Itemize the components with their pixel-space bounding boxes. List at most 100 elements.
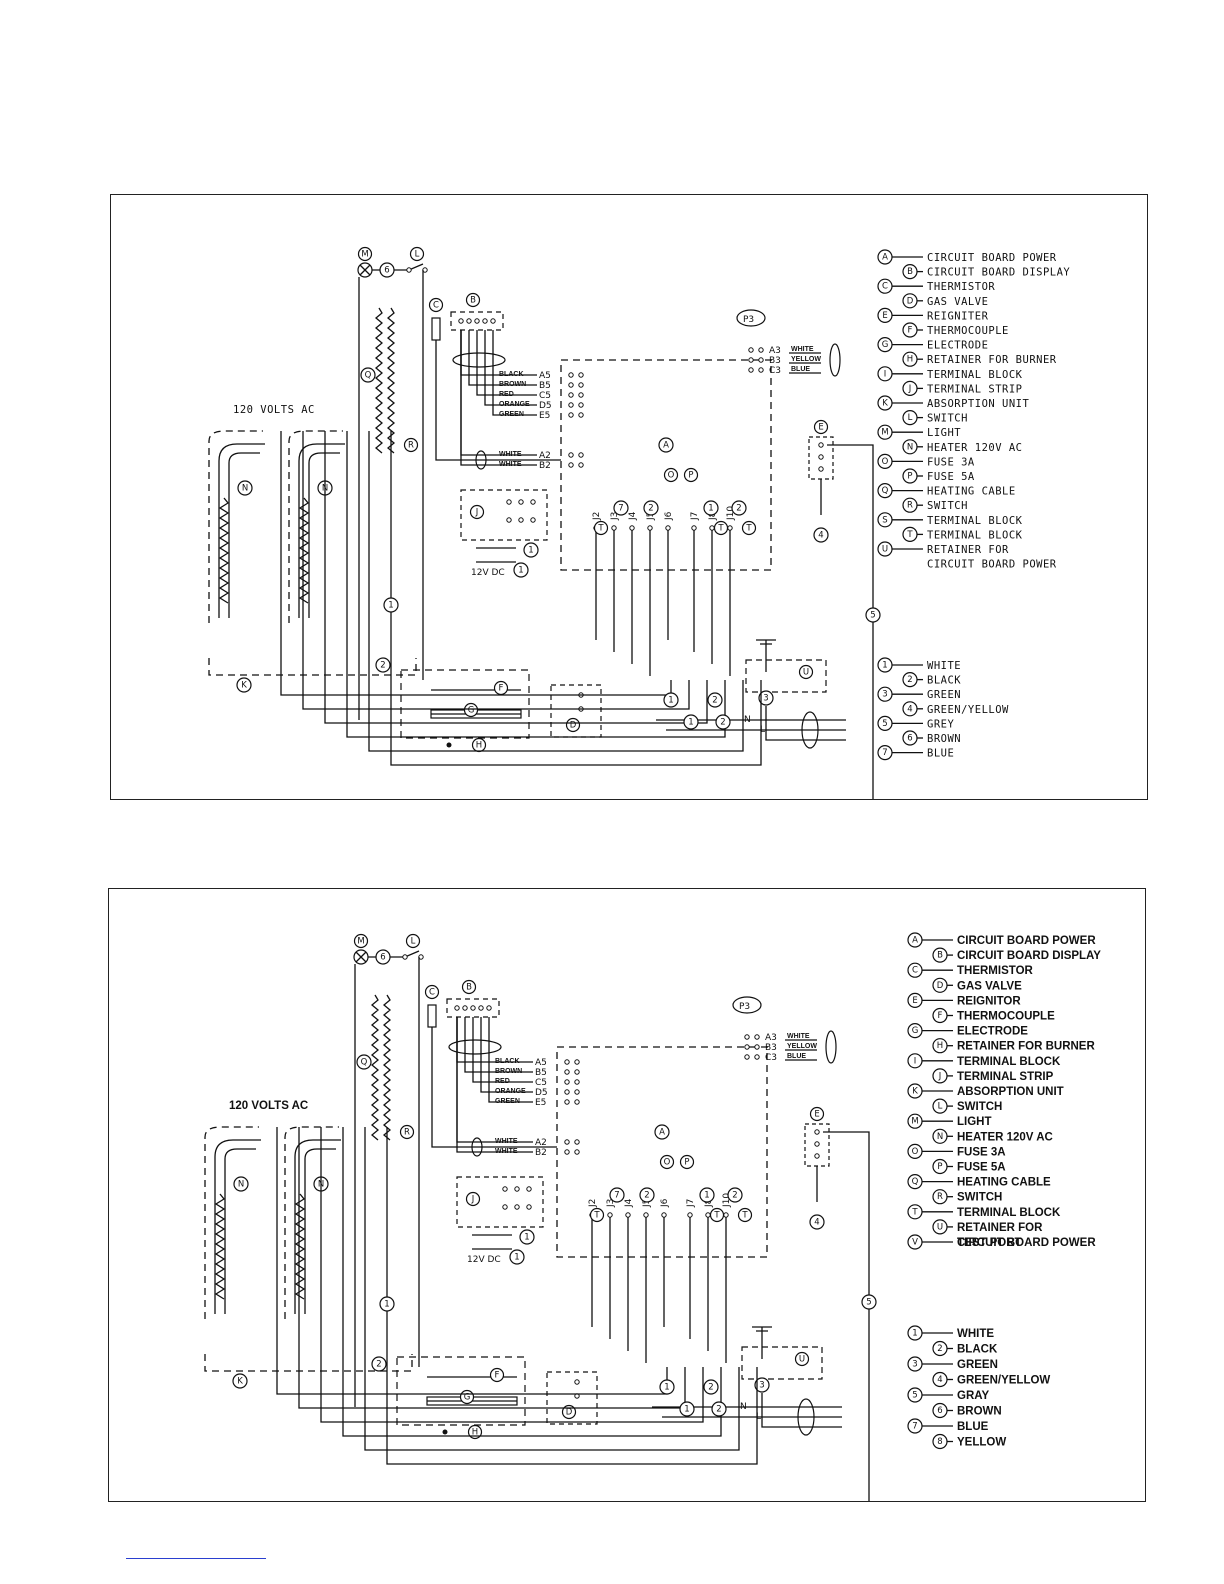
terminal-dot [723, 1212, 729, 1218]
legend-key-q-label: Q [912, 1177, 919, 1187]
wire-key-2-label: 2 [907, 675, 912, 685]
terminal-strip-marker-circle [469, 504, 485, 520]
legend-label-l: SWITCH [957, 1101, 1002, 1113]
green-yellow-wire-marker-circle [813, 527, 829, 543]
ground-symbol [756, 639, 776, 672]
wire-label-6: BROWN [927, 733, 961, 745]
legend-key-h-label: H [937, 1041, 943, 1051]
green-wire-marker-label: 3 [759, 1381, 764, 1391]
wire-label-4: GREEN/YELLOW [927, 704, 1009, 716]
legend-label-a: CIRCUIT BOARD POWER [927, 252, 1057, 264]
board-pin-c5: C5 [539, 391, 551, 401]
harness-wire [302, 431, 690, 710]
switch-l-marker-circle [409, 246, 425, 262]
legend-key-b-label: B [907, 267, 913, 277]
white-wire-marker-circle [379, 1296, 395, 1312]
terminal-dot [691, 525, 697, 531]
legend-label-o: FUSE 3A [957, 1146, 1006, 1158]
black-wire-marker-label: 2 [716, 1405, 721, 1415]
blue-wire-marker-label: 7 [614, 1191, 619, 1201]
black-wire-marker-circle [639, 1187, 655, 1203]
legend-key-e-label: E [912, 996, 917, 1006]
ground-symbol [752, 1326, 772, 1359]
terminal-dot [748, 357, 754, 363]
terminal-dot [490, 318, 496, 324]
black-wire-marker-label: 2 [648, 504, 653, 514]
fuse-5a-marker-circle [683, 467, 699, 483]
terminal-dot [526, 1186, 532, 1192]
terminal-dot [564, 1139, 570, 1145]
heating-cable-marker-label: Q [365, 371, 372, 381]
terminal-dot [574, 1099, 580, 1105]
harness-wire [280, 431, 672, 696]
terminal-dot [530, 517, 536, 523]
terminal-dot [661, 1212, 667, 1218]
legend-key-l-label: L [938, 1102, 943, 1112]
wire-key-6-label: 6 [907, 734, 912, 744]
connector-j2: J2 [592, 512, 602, 521]
terminal-dot [574, 1139, 580, 1145]
legend-key-i-label: I [884, 369, 887, 379]
p3-pin-b3: B3 [765, 1043, 777, 1053]
white-wire-marker-circle [519, 1229, 535, 1245]
board-wire [460, 330, 537, 466]
wire-key-8-label: 8 [937, 1437, 942, 1447]
heater-n-marker-circle [237, 480, 253, 496]
absorption-unit-frame [204, 1354, 413, 1372]
terminal-dot [665, 525, 671, 531]
terminal-dot [818, 466, 824, 472]
cable-bundle [452, 352, 506, 368]
white-wire-marker-circle [683, 714, 699, 730]
thermistor-marker-circle [428, 297, 444, 313]
board-pin-a5: A5 [539, 371, 551, 381]
legend-key-d-label: D [907, 296, 914, 306]
wire-label-7: BLUE [927, 748, 954, 760]
board-wire [468, 330, 537, 386]
black-wire-marker-circle [371, 1356, 387, 1372]
white-wire-marker-circle [699, 1187, 715, 1203]
white-wire-marker-circle [663, 692, 679, 708]
white-wire-marker-circle [679, 1401, 695, 1417]
terminal-dot [744, 1034, 750, 1040]
grey-wire-marker-label: 5 [870, 611, 875, 621]
board-wire [476, 330, 537, 396]
absorption-unit-marker-circle [232, 1373, 248, 1389]
grey-wire-marker-label: 5 [866, 1298, 871, 1308]
terminal-dot [530, 499, 536, 505]
switch-r-marker-label: R [408, 441, 414, 451]
terminal-dot [758, 367, 764, 373]
terminal-dot [568, 412, 574, 418]
board-wire [484, 330, 537, 406]
heater-loop [224, 1148, 256, 1314]
light-marker-circle [353, 933, 369, 949]
heating-cable [370, 994, 380, 1141]
wire-key-2-label: 2 [937, 1344, 942, 1354]
legend-label-f: THERMOCOUPLE [957, 1011, 1055, 1023]
switch-r-marker-label: R [404, 1128, 410, 1138]
heater-frame [284, 1126, 339, 1319]
terminal-dot [578, 452, 584, 458]
legend-label-g: ELECTRODE [957, 1026, 1028, 1038]
legend-key-k-label: K [882, 399, 888, 409]
connector-j10: J10 [722, 1193, 732, 1208]
board-pin-d5: D5 [539, 401, 552, 411]
board-pin-b5: B5 [535, 1068, 547, 1078]
terminal-strip-marker-circle [465, 1191, 481, 1207]
terminal-strip-j [460, 489, 548, 541]
absorption-unit-frame [208, 658, 417, 676]
harness-wire [346, 431, 726, 738]
harness-wire [320, 1127, 704, 1423]
board-wire [472, 1017, 533, 1083]
heating-cable [374, 307, 384, 454]
heater-loop [214, 1139, 261, 1314]
switch-r-marker-circle [399, 1124, 415, 1140]
legend-key-k-label: K [912, 1087, 918, 1097]
white-wire-marker-label: 1 [524, 1233, 529, 1243]
terminal-dot [506, 517, 512, 523]
fuse-3a-marker-label: O [664, 1158, 671, 1168]
p3-pin-c3: C3 [769, 366, 781, 376]
p3-wire-color: YELLOW [787, 1043, 817, 1050]
circuit-board-power [556, 1046, 768, 1258]
p3-pin-c3: C3 [765, 1053, 777, 1063]
